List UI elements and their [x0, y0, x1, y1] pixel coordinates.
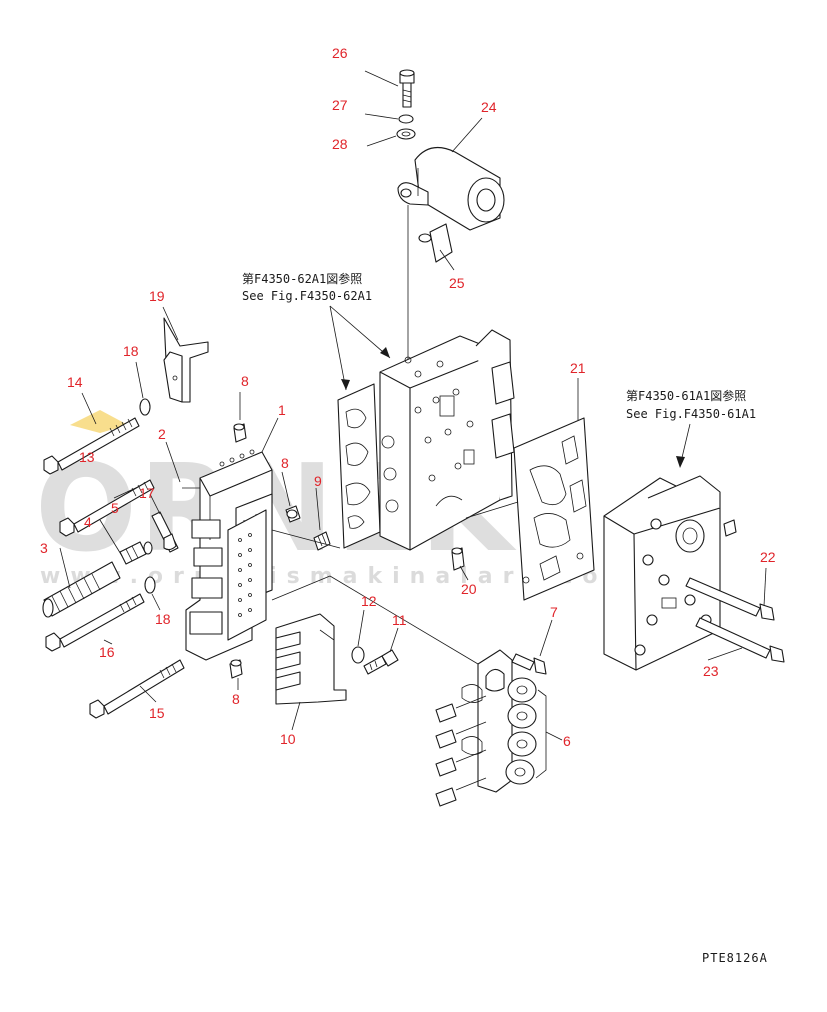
- reference-arrows-62a1: [329, 305, 391, 391]
- bolt-15: [89, 659, 185, 719]
- callout-24: 24: [481, 99, 497, 115]
- reference-note-61a1-en: See Fig.F4350-61A1: [626, 407, 756, 421]
- watermark-url: www.ornekismakinalari.com.tr: [40, 564, 700, 589]
- bolt-14: [43, 417, 140, 475]
- solenoid-block-6: [435, 649, 547, 807]
- bolt-26: [399, 69, 415, 108]
- bracket-19: [163, 317, 209, 403]
- right-housing-ref-61a1: [603, 475, 737, 671]
- callout-5: 5: [111, 500, 119, 516]
- callout-1: 1: [278, 402, 286, 418]
- callout-2: 2: [158, 426, 166, 442]
- screw-9: [313, 531, 331, 551]
- bolt-5: [59, 479, 155, 537]
- callout-22: 22: [760, 549, 776, 565]
- callout-9: 9: [314, 473, 322, 489]
- callout-28: 28: [332, 136, 348, 152]
- callout-19: 19: [149, 288, 165, 304]
- gasket-ref-62a1: [337, 383, 381, 549]
- washer-12: [351, 646, 365, 664]
- callouts: 26 27 28 24 25 19 18 14 13 2 8 1 8 9 5 1…: [40, 45, 776, 749]
- reference-note-61a1-jp: 第F4350-61A1図参照: [626, 388, 746, 403]
- figure-code: PTE8126A: [702, 951, 768, 965]
- callout-18: 18: [123, 343, 139, 359]
- callout-16: 16: [99, 644, 115, 660]
- washer-28: [396, 128, 416, 140]
- callout-25: 25: [449, 275, 465, 291]
- main-valve-housing: [379, 329, 515, 551]
- callout-8-mid: 8: [281, 455, 289, 471]
- bolt-7: [511, 653, 547, 675]
- watermark-accent-left: [70, 410, 128, 433]
- callout-20: 20: [461, 581, 477, 597]
- spring-4: [119, 541, 153, 565]
- callout-27: 27: [332, 97, 348, 113]
- leader-lines: [59, 70, 767, 741]
- plug-8-bottom: [229, 659, 243, 679]
- reference-note-62a1-en: See Fig.F4350-62A1: [242, 289, 372, 303]
- bolt-11: [363, 649, 399, 675]
- spool-3: [42, 561, 121, 618]
- washer-27: [398, 114, 414, 124]
- callout-3: 3: [40, 540, 48, 556]
- bolt-22: [685, 577, 775, 621]
- reference-note-61a1: 第F4350-61A1図参照 See Fig.F4350-61A1: [626, 388, 756, 421]
- callout-21: 21: [570, 360, 586, 376]
- o-ring-25: [418, 223, 453, 263]
- callout-8-top: 8: [241, 373, 249, 389]
- separator-21: [513, 417, 595, 601]
- callout-10: 10: [280, 731, 296, 747]
- callout-4: 4: [84, 514, 92, 530]
- separator-plate-holes: [238, 533, 252, 617]
- callout-26: 26: [332, 45, 348, 61]
- reference-note-62a1-jp: 第F4350-62A1図参照: [242, 271, 362, 286]
- separator-plate: [227, 509, 267, 641]
- washer-18-top: [139, 398, 151, 416]
- bolt-23: [695, 617, 785, 663]
- callout-11: 11: [392, 612, 407, 628]
- solenoid-coil-1: [435, 677, 537, 723]
- gasket-10: [275, 613, 347, 705]
- bolt-16: [45, 593, 145, 652]
- callout-7: 7: [550, 604, 558, 620]
- reference-arrow-61a1: [676, 456, 685, 468]
- reference-note-62a1: 第F4350-62A1図参照 See Fig.F4350-62A1: [242, 271, 372, 303]
- callout-23: 23: [703, 663, 719, 679]
- callout-13: 13: [79, 449, 95, 465]
- solenoid-coil-4: [435, 759, 535, 807]
- callout-14: 14: [67, 374, 83, 390]
- callout-12: 12: [361, 593, 377, 609]
- solenoid-coil-3: [435, 731, 537, 777]
- plug-8-mid: [285, 505, 301, 523]
- callout-8-bottom: 8: [232, 691, 240, 707]
- plug-20: [451, 547, 465, 571]
- washer-18-lower: [144, 576, 156, 594]
- solenoid-coil-2: [435, 703, 537, 749]
- callout-17: 17: [139, 485, 155, 501]
- plug-8-top: [233, 423, 247, 443]
- callout-18-lower: 18: [155, 611, 171, 627]
- callout-6: 6: [563, 733, 571, 749]
- callout-15: 15: [149, 705, 165, 721]
- sensor-24: [397, 146, 505, 231]
